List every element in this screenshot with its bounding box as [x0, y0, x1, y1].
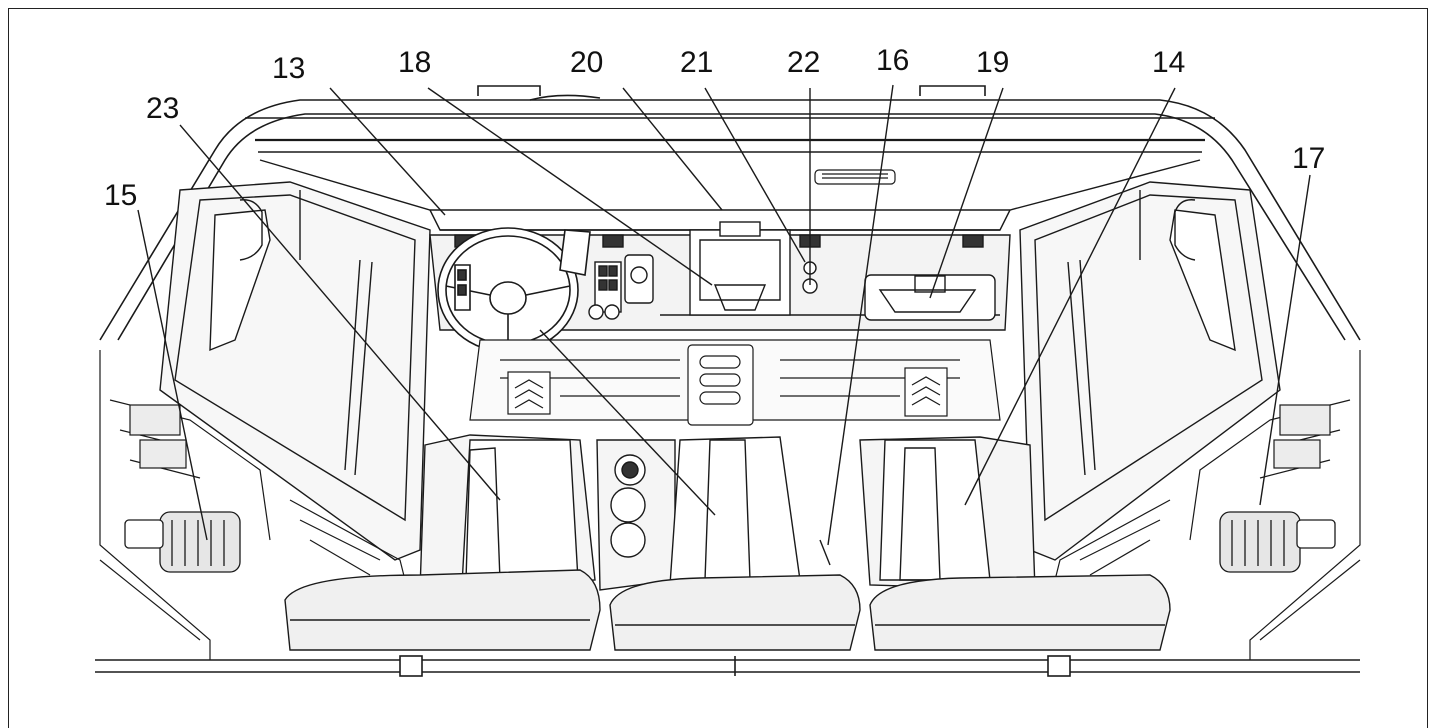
callout-17: 17 — [1292, 142, 1325, 175]
left-belt-retractor — [124, 511, 241, 573]
steering-wheel — [437, 227, 591, 353]
figure-frame — [8, 8, 1428, 728]
right-seat — [859, 436, 1171, 651]
callout-18: 18 — [398, 46, 431, 79]
right-belt-retractor — [1219, 511, 1336, 573]
callout-13: 13 — [272, 52, 305, 85]
right-side-body — [1049, 350, 1361, 660]
callout-16: 16 — [876, 44, 909, 77]
right-door — [1019, 181, 1281, 561]
left-door — [159, 181, 431, 561]
roll-cage — [99, 85, 1361, 341]
left-seat — [284, 434, 601, 651]
rear-handle-bar — [814, 169, 896, 185]
callout-22: 22 — [787, 46, 820, 79]
center-seat — [609, 436, 861, 651]
callout-20: 20 — [570, 46, 603, 79]
callout-21: 21 — [680, 46, 713, 79]
vehicle-cab-interior-diagram: 13 18 20 21 22 16 19 14 23 15 17 — [95, 44, 1361, 677]
callout-15: 15 — [104, 179, 137, 212]
rear-bar — [95, 655, 1360, 677]
leader-lines — [137, 84, 1311, 546]
callout-23: 23 — [146, 92, 179, 125]
center-console — [596, 439, 676, 591]
callout-19: 19 — [976, 46, 1009, 79]
callout-14: 14 — [1152, 46, 1185, 79]
floor — [469, 339, 1001, 426]
